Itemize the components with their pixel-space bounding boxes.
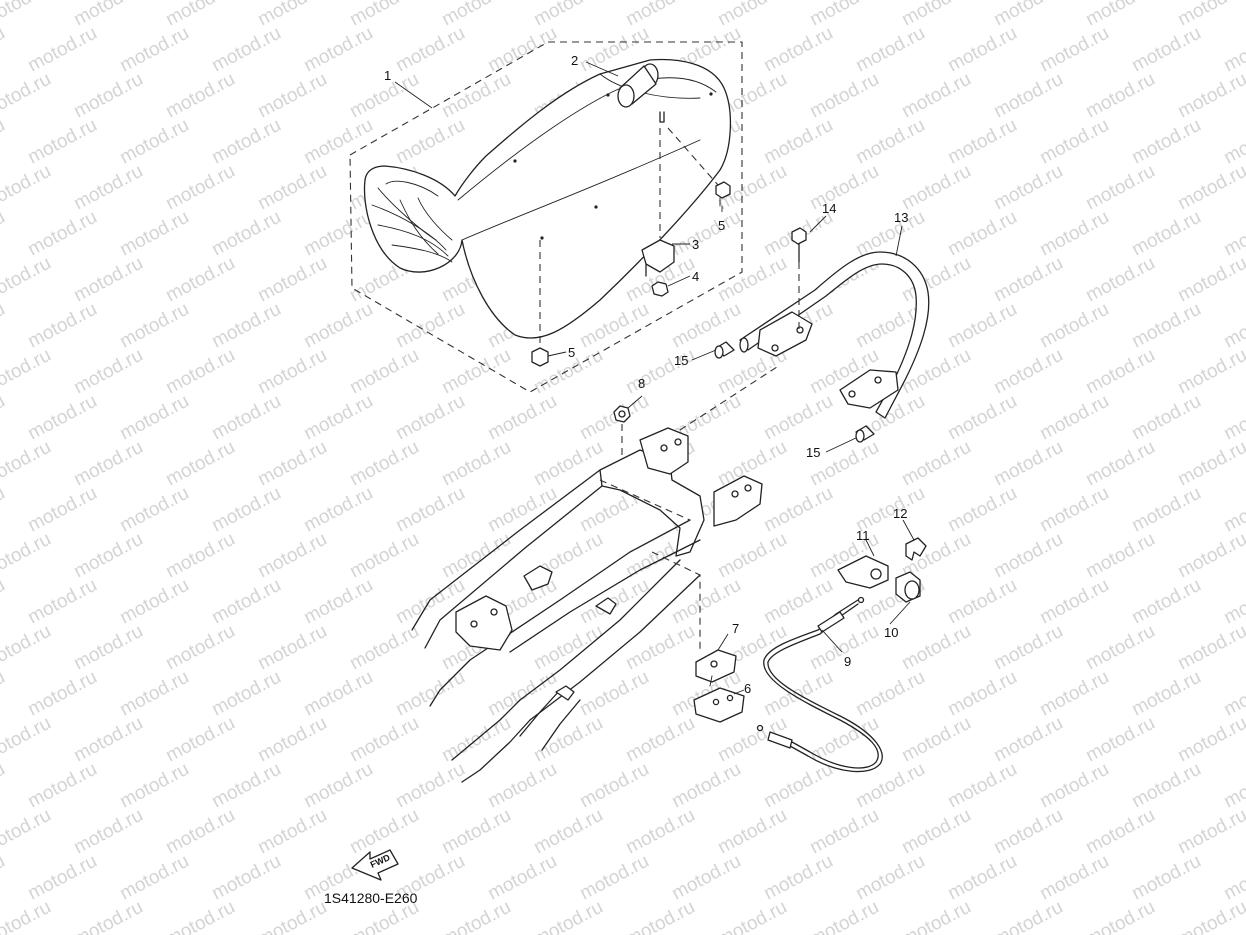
- drawing-code: 1S41280-E260: [324, 890, 418, 906]
- callout-12: 12: [893, 506, 907, 521]
- seat-drawing: [363, 58, 732, 339]
- callout-9: 9: [844, 654, 851, 669]
- grab-bar: [739, 251, 930, 419]
- seat-lock-cylinder: [895, 571, 921, 603]
- seat-lock-cable: [756, 596, 883, 773]
- seat-handle: [617, 63, 659, 108]
- callout-11: 11: [856, 528, 870, 543]
- callout-14: 14: [822, 201, 836, 216]
- seat-damper-lower: [531, 240, 549, 367]
- callout-5-upper: 5: [718, 218, 725, 233]
- callout-3: 3: [692, 237, 699, 252]
- seat-bracket: [641, 111, 719, 277]
- callout-8: 8: [638, 376, 645, 391]
- frame-nut: [613, 364, 781, 462]
- seat-lock-base: [693, 675, 745, 723]
- grab-bar-cap-left: [714, 341, 735, 359]
- seat-nut: [651, 281, 669, 297]
- callout-10: 10: [884, 625, 898, 640]
- seat-assembly-outline: [349, 41, 743, 393]
- callout-7: 7: [732, 621, 739, 636]
- rear-frame: [411, 427, 763, 783]
- grab-bar-bolt: [791, 227, 807, 330]
- grab-bar-cap-right: [855, 425, 875, 443]
- callout-13: 13: [894, 210, 908, 225]
- callout-1: 1: [384, 68, 391, 83]
- callout-2: 2: [571, 53, 578, 68]
- lock-clip: [905, 537, 927, 561]
- forward-direction-arrow: FWD: [351, 849, 399, 881]
- seat-damper-upper: [715, 181, 731, 207]
- callout-5-lower: 5: [568, 345, 575, 360]
- seat-lock-bracket: [837, 555, 889, 589]
- callout-4: 4: [692, 269, 699, 284]
- callout-15-left: 15: [674, 353, 688, 368]
- callout-15-right: 15: [806, 445, 820, 460]
- callout-6: 6: [744, 681, 751, 696]
